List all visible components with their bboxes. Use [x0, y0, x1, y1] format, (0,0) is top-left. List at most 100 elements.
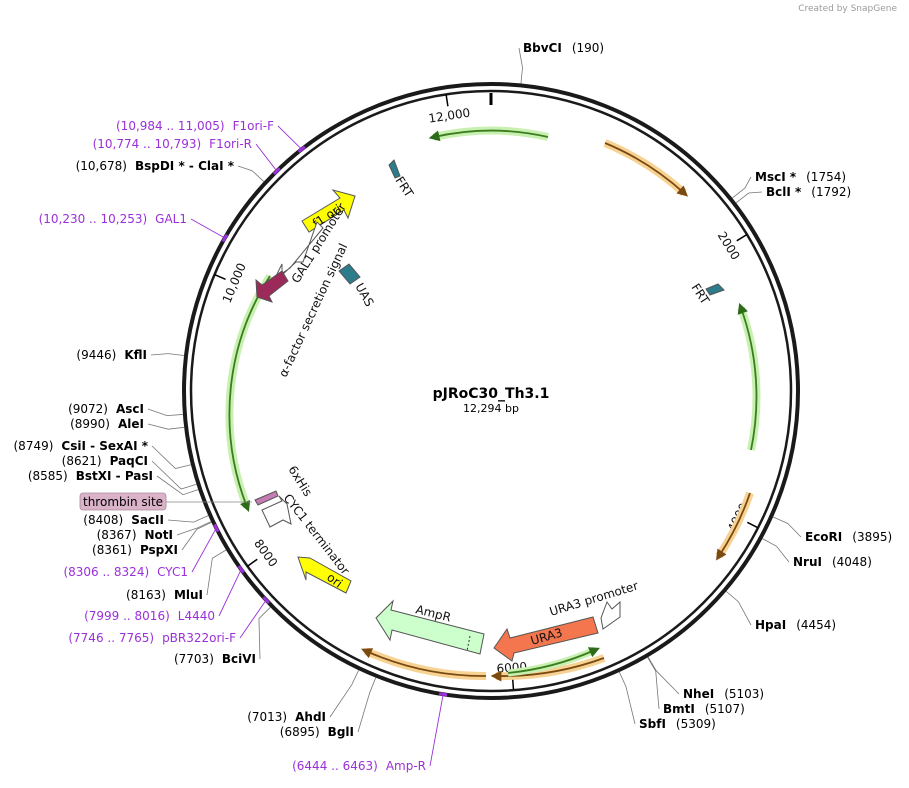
site-leader	[156, 475, 199, 496]
tick-label: 2000	[715, 229, 743, 262]
site-leader	[151, 460, 197, 490]
thrombin-site-box	[79, 492, 167, 511]
primer-leader	[218, 569, 242, 617]
uas-feature	[338, 263, 361, 285]
backbone-outer-ring	[182, 82, 800, 700]
uas-label: UAS	[352, 281, 376, 309]
orf-arc-bottom-line	[490, 657, 605, 682]
tick-mark	[445, 94, 449, 107]
orf-arc-top-line	[428, 129, 549, 142]
site-leader	[618, 671, 636, 725]
site-leader	[647, 656, 680, 695]
restriction-site-label: (8621)PaqCI	[62, 454, 148, 468]
tick-mark	[511, 678, 515, 691]
tick-label: 10,000	[220, 261, 249, 305]
site-leader	[206, 549, 227, 596]
restriction-site-label: (8163)MluI	[126, 588, 203, 602]
restriction-site-label: (8749)CsiI - SexAI *	[14, 439, 149, 453]
restriction-site-label: MscI *(1754)	[755, 170, 846, 184]
restriction-site-label: (8408)SacII	[83, 513, 164, 527]
site-leader	[151, 445, 192, 470]
orf-arc-ura3-line	[507, 647, 600, 674]
backbone-inner-ring	[189, 89, 793, 693]
frt-feature-1	[388, 159, 401, 179]
primer-leader	[190, 218, 226, 239]
primer-mark	[297, 145, 306, 153]
primer-label: (8306 .. 8324)CYC1	[63, 565, 188, 579]
site-leader	[181, 522, 212, 551]
ampr-dash	[466, 635, 471, 652]
ampr-feature	[375, 599, 485, 655]
site-leader	[735, 191, 763, 204]
alpha-factor-feature	[255, 270, 289, 303]
restriction-site-label: HpaI(4454)	[755, 618, 836, 632]
primer-leader	[277, 125, 303, 150]
primer-layer: (10,984 .. 11,005)F1ori-F (10,774 .. 10,7…	[39, 119, 448, 773]
tick-label: 12,000	[427, 106, 471, 126]
ura3-promoter-feature	[600, 600, 621, 630]
orf-arc-right-lower-line	[716, 492, 751, 561]
restriction-site-label: (6895)BglI	[280, 725, 354, 739]
site-leader	[237, 165, 265, 182]
site-leader	[329, 670, 360, 718]
primer-label: (10,984 .. 11,005)F1ori-F	[116, 119, 274, 133]
primer-leader	[429, 694, 444, 767]
site-leader	[725, 591, 752, 626]
primer-label: (6444 .. 6463)Amp-R	[292, 759, 426, 773]
orf-arc-right-lower	[715, 491, 754, 559]
frt-label-2: FRT	[688, 281, 712, 307]
thrombin-site-label: thrombin site	[83, 495, 163, 509]
tick-mark	[214, 273, 226, 280]
6xhis-feature	[254, 490, 279, 506]
restriction-site-label: (8361)PspXI	[92, 543, 178, 557]
site-leader	[150, 353, 185, 356]
restriction-site-label: (7013)AhdI	[247, 710, 326, 724]
plasmid-name: pJRoC30_Th3.1	[433, 386, 550, 402]
orf-arc-top-right-line	[604, 142, 689, 197]
site-leader	[176, 521, 212, 536]
site-leader	[147, 423, 185, 430]
tick-mark	[736, 233, 748, 242]
site-leader	[762, 538, 790, 563]
primer-leader	[239, 599, 267, 639]
site-leader	[773, 516, 802, 538]
restriction-site-label: BmtI(5107)	[663, 702, 745, 716]
frt-feature-2	[705, 283, 725, 296]
site-leader	[167, 515, 209, 523]
primer-label: (7746 .. 7765)pBR322ori-F	[68, 631, 236, 645]
restriction-site-label: NheI(5103)	[683, 687, 764, 701]
site-leader	[518, 47, 523, 84]
orf-arc-right-line	[737, 302, 758, 451]
site-leader	[147, 408, 183, 417]
primer-label: (10,774 .. 10,793)F1ori-R	[93, 137, 252, 151]
site-leader	[357, 677, 377, 733]
ura3-promoter-label: URA3 promoter	[548, 579, 640, 619]
orf-arc-left-line	[228, 275, 271, 513]
site-leader	[258, 607, 271, 660]
restriction-site-label: BclI *(1792)	[766, 185, 851, 199]
primer-label: (7999 .. 8016)L4440	[84, 609, 215, 623]
primer-leader	[191, 527, 217, 573]
restriction-site-label: NruI(4048)	[793, 555, 872, 569]
restriction-site-label: SbfI(5309)	[639, 717, 716, 731]
orf-arc-bottom-left-line	[361, 648, 487, 677]
restriction-site-label: (7703)BciVI	[174, 652, 256, 666]
restriction-site-label: EcoRI(3895)	[805, 530, 892, 544]
tick-mark	[746, 521, 759, 529]
restriction-site-label: (9446)KflI	[76, 348, 147, 362]
tick-label: 8000	[251, 537, 280, 570]
restriction-site-layer: BbvCI(190)MscI *(1754)BclI *(1792)EcoRI(…	[14, 41, 893, 739]
primer-mark	[213, 523, 220, 533]
ura3-feature	[493, 616, 599, 662]
primer-label: (10,230 .. 10,253)GAL1	[39, 212, 187, 226]
plasmid-length: 12,294 bp	[463, 402, 519, 415]
restriction-site-label: (9072)AscI	[68, 402, 144, 416]
cyc1-terminator-feature	[261, 495, 292, 528]
restriction-site-label: (8585)BstXI - PasI	[28, 469, 153, 483]
site-leader	[647, 657, 660, 710]
site-leader	[732, 176, 752, 199]
primer-leader	[255, 143, 278, 172]
restriction-site-label: (8990)AleI	[70, 417, 144, 431]
snapgene-credit: Created by SnapGene	[798, 4, 897, 14]
